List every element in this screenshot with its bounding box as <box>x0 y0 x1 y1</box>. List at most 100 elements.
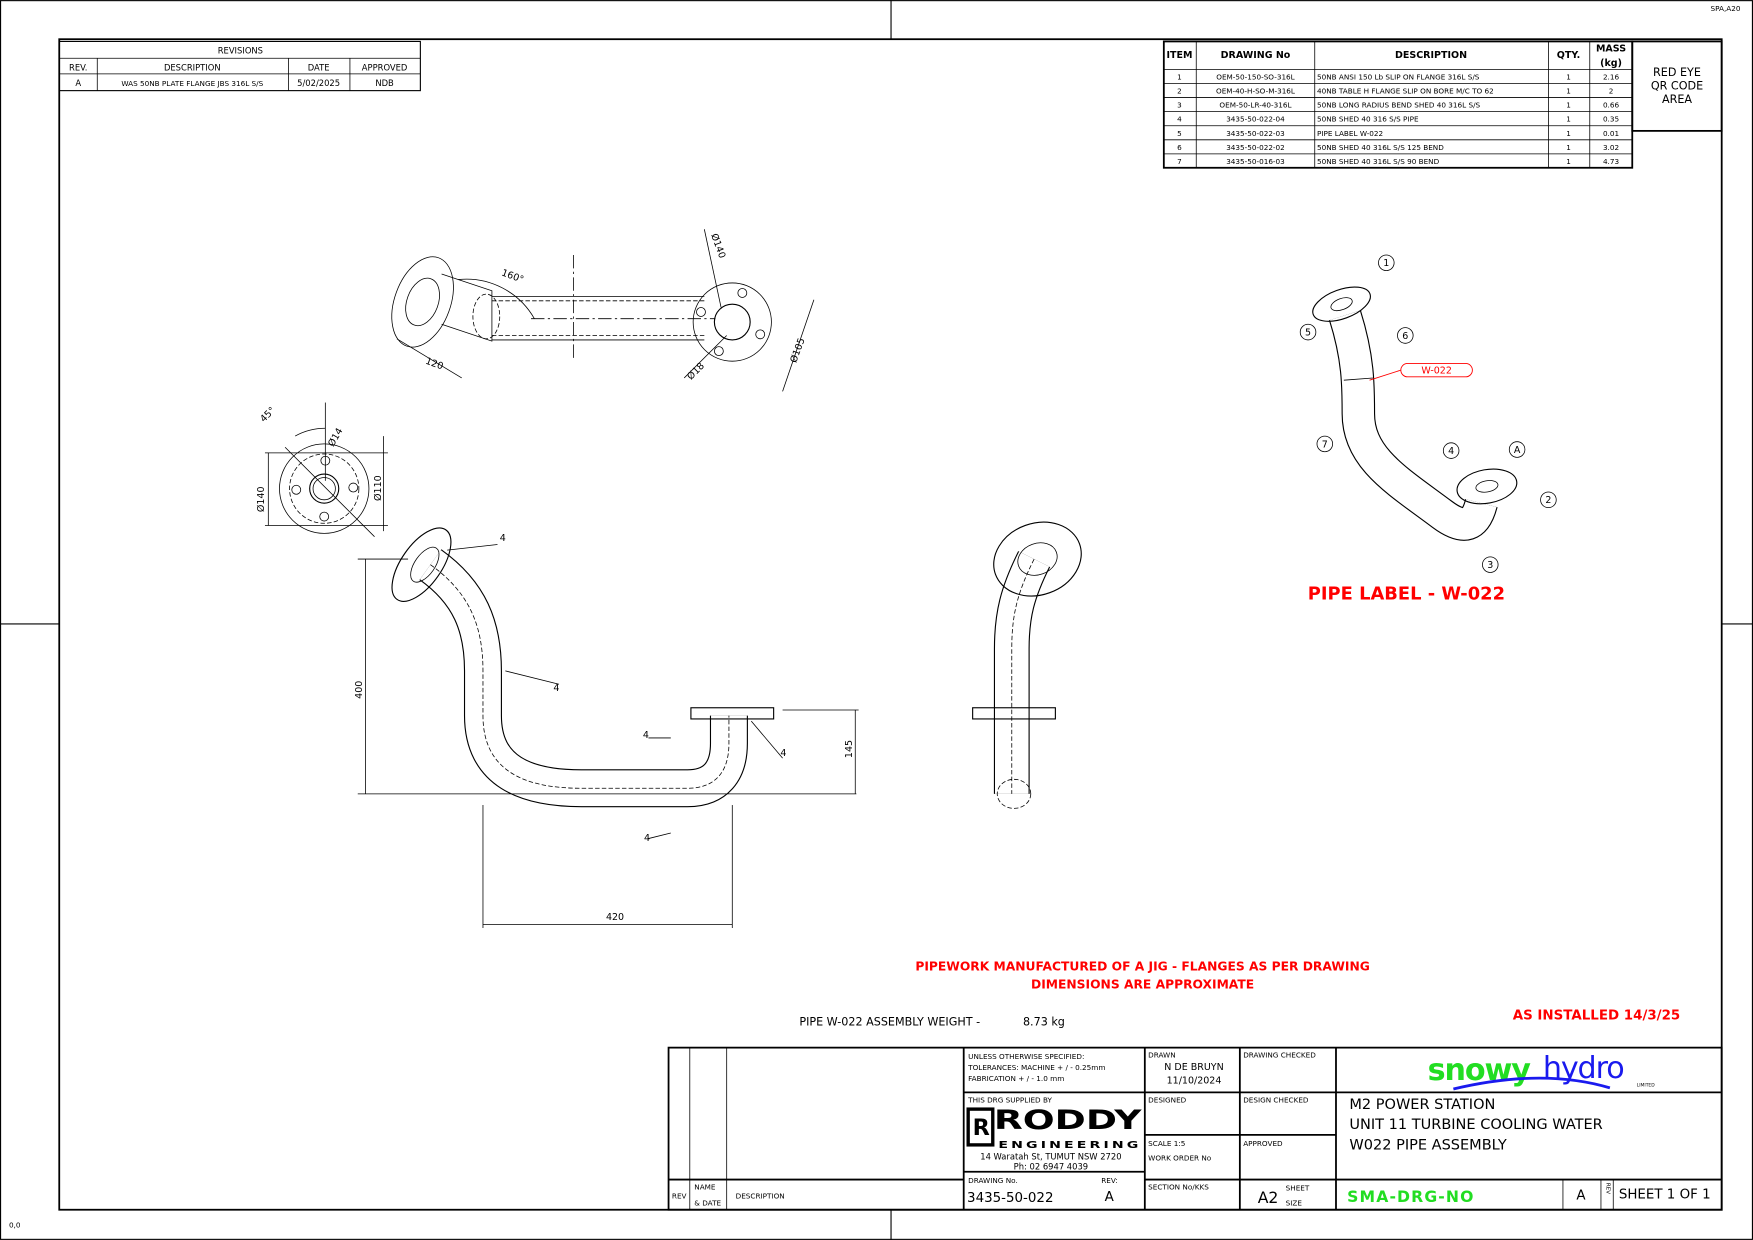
bom-cell: 50NB LONG RADIUS BEND SHED 40 316L S/S <box>1317 101 1481 110</box>
dim-front-400: 400 <box>354 681 365 699</box>
desc-cell: WAS 50NB PLATE FLANGE JBS 316L S/S <box>121 79 263 88</box>
bom-cell: 50NB SHED 40 316L S/S 90 BEND <box>1317 157 1440 166</box>
dim-top-angle: 160° <box>500 268 525 286</box>
revisions-title: REVISIONS <box>218 46 263 56</box>
date-cell: 5/02/2025 <box>297 78 340 88</box>
pipe-label-title: PIPE LABEL - W-022 <box>1308 583 1505 604</box>
balloon-6: 6 <box>1402 331 1408 342</box>
bom-cell: 3435-50-016-03 <box>1226 157 1285 166</box>
drawing-no-label: DRAWING No. <box>968 1176 1018 1185</box>
supplier-address: 14 Waratah St, TUMUT NSW 2720 <box>980 1151 1121 1161</box>
qr-area-line1: RED EYE <box>1653 66 1701 79</box>
roddy-logo-name: RODDY <box>994 1105 1142 1136</box>
dim-sec-d140: Ø140 <box>256 486 267 512</box>
drawn-label: DRAWN <box>1148 1051 1175 1060</box>
dim-top-length: 120 <box>424 356 445 373</box>
title-line3: W022 PIPE ASSEMBLY <box>1349 1137 1506 1153</box>
bill-of-materials: ITEM DRAWING No DESCRIPTION QTY. MASS (k… <box>1162 40 1723 169</box>
weld-symbol-1: 4 <box>553 683 559 694</box>
dim-front-420: 420 <box>606 912 624 923</box>
bom-cell: 1 <box>1177 72 1182 81</box>
tb-rev-label: REV <box>672 1192 687 1201</box>
bom-cell: 1 <box>1566 72 1571 81</box>
top-view: 160° 120 Ø140 Ø105 Ø18 <box>391 229 815 392</box>
tolerance-line3: FABRICATION + / - 1.0 mm <box>968 1074 1064 1083</box>
logo-limited: LIMITED <box>1637 1083 1656 1089</box>
revisions-table: REVISIONS REV. DESCRIPTION DATE APPROVED… <box>58 40 421 92</box>
date-header: DATE <box>308 63 330 73</box>
bom-cell: OEM-50-LR-40-316L <box>1219 101 1291 110</box>
qr-area-line3: AREA <box>1662 93 1692 106</box>
front-view: 400 420 145 4 4 4 4 4 <box>354 527 859 929</box>
bom-cell: 1 <box>1566 87 1571 96</box>
balloon-4: 4 <box>1448 446 1454 457</box>
tb-name-label: NAME <box>694 1183 716 1192</box>
balloon-A: A <box>1514 445 1521 456</box>
flange-view: 45° Ø14 Ø140 Ø110 <box>256 402 388 537</box>
approved-header: APPROVED <box>362 63 408 73</box>
weld-symbol-5: 4 <box>780 748 786 759</box>
approved-cell: NDB <box>375 78 394 88</box>
sheet-label: SHEET <box>1286 1184 1310 1193</box>
roddy-logo-r: R <box>973 1115 990 1141</box>
dim-top-d105: Ø105 <box>788 337 807 365</box>
bom-cell: 1 <box>1566 129 1571 138</box>
bom-cell: 5 <box>1177 129 1182 138</box>
balloon-1: 1 <box>1383 258 1389 269</box>
bom-cell: 1 <box>1566 143 1571 152</box>
scale-label: SCALE 1:5 <box>1148 1139 1185 1148</box>
bom-header-qty: QTY. <box>1557 50 1580 61</box>
bom-cell: 7 <box>1177 157 1182 166</box>
note-as-installed: AS INSTALLED 14/3/25 <box>1513 1009 1681 1024</box>
bom-header-kg: (kg) <box>1600 58 1622 69</box>
bom-cell: 2 <box>1609 87 1614 96</box>
roddy-logo: R RODDY ENGINEERING <box>966 1105 1142 1151</box>
rev-small-label: REV: <box>1101 1176 1117 1185</box>
drawing-no: 3435-50-022 <box>967 1191 1053 1206</box>
bom-cell: 0.66 <box>1603 101 1620 110</box>
section-label: SECTION No/KKS <box>1148 1183 1209 1192</box>
bom-header-drawing: DRAWING No <box>1221 50 1291 61</box>
tolerance-line2: TOLERANCES: MACHINE + / - 0.25mm <box>967 1063 1105 1072</box>
drawn-date: 11/10/2024 <box>1167 1075 1222 1086</box>
drawing-checked-label: DRAWING CHECKED <box>1243 1051 1316 1060</box>
dim-top-d140: Ø140 <box>708 232 727 260</box>
bom-cell: 3435-50-022-03 <box>1226 129 1285 138</box>
weld-symbol-3: 4 <box>644 833 650 844</box>
weld-symbol-4: 4 <box>500 533 506 544</box>
rev-vertical-label: REV <box>1605 1183 1611 1194</box>
weld-symbol-2: 4 <box>643 730 649 741</box>
balloon-7: 7 <box>1322 439 1328 450</box>
bom-cell: 1 <box>1566 157 1571 166</box>
tb-date-label: & DATE <box>694 1198 721 1207</box>
bom-cell: PIPE LABEL W-022 <box>1317 129 1383 138</box>
work-order-label: WORK ORDER No <box>1148 1154 1212 1163</box>
rev-header: REV. <box>69 63 87 73</box>
title-line2: UNIT 11 TURBINE COOLING WATER <box>1349 1117 1602 1133</box>
note-jig-line1: PIPEWORK MANUFACTURED OF A JIG - FLANGES… <box>915 959 1370 973</box>
tb-desc-label: DESCRIPTION <box>736 1192 785 1201</box>
weight-label: PIPE W-022 ASSEMBLY WEIGHT - <box>799 1015 980 1028</box>
rev-value: A <box>1105 1190 1115 1205</box>
dim-sec-d14: Ø14 <box>326 426 345 448</box>
bom-cell: 0.35 <box>1603 115 1619 124</box>
note-jig-line2: DIMENSIONS ARE APPROXIMATE <box>1031 977 1254 991</box>
bom-cell: 0.01 <box>1603 129 1619 138</box>
dim-sec-angle: 45° <box>258 405 278 425</box>
bom-cell: 50NB SHED 40 316 S/S PIPE <box>1317 115 1419 124</box>
bom-cell: 4.73 <box>1603 157 1620 166</box>
sma-drawing-no: SMA-DRG-NO <box>1347 1187 1474 1206</box>
bom-cell: OEM-40-H-SO-M-316L <box>1216 87 1295 96</box>
bom-header-item: ITEM <box>1166 50 1192 61</box>
roddy-logo-engineering: ENGINEERING <box>998 1140 1141 1151</box>
tolerance-line1: UNLESS OTHERWISE SPECIFIED: <box>968 1052 1084 1061</box>
dim-front-145: 145 <box>844 740 855 758</box>
corner-label-top: SPA,A20 <box>1711 4 1741 13</box>
bom-cell: 40NB TABLE H FLANGE SLIP ON BORE M/C TO … <box>1317 87 1494 96</box>
bom-cell: 3435-50-022-02 <box>1226 143 1285 152</box>
balloon-2: 2 <box>1545 495 1551 506</box>
bom-cell: 1 <box>1566 115 1571 124</box>
qr-area-line2: QR CODE <box>1651 80 1703 93</box>
designed-label: DESIGNED <box>1148 1095 1187 1104</box>
